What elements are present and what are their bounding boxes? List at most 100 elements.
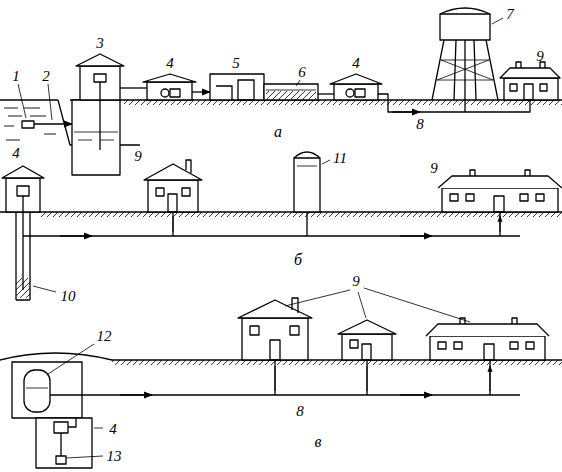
scheme-a-part bbox=[500, 68, 560, 78]
scheme-a-part bbox=[318, 93, 334, 94]
callout-number: 4 bbox=[352, 56, 360, 71]
scheme-a-part bbox=[76, 54, 124, 66]
leader-lines-a bbox=[18, 18, 503, 120]
leader-lines-b-part bbox=[322, 160, 330, 164]
part-letter: в bbox=[315, 434, 322, 450]
scheme-b-part bbox=[186, 160, 191, 173]
scheme-b-part bbox=[60, 235, 92, 236]
scheme-c-part bbox=[50, 394, 520, 395]
scheme-c-part bbox=[112, 360, 562, 365]
scheme-a bbox=[0, 8, 562, 175]
scheme-a-part bbox=[540, 84, 547, 91]
scheme-b-part bbox=[294, 152, 320, 158]
scheme-a-part bbox=[99, 78, 100, 150]
scheme-a-part bbox=[72, 100, 120, 175]
scheme-a-part bbox=[266, 91, 316, 99]
scheme-b-part bbox=[520, 194, 528, 201]
callout-number: 13 bbox=[107, 449, 122, 464]
callout-number: 2 bbox=[42, 69, 50, 84]
scheme-c-part bbox=[12, 362, 82, 418]
callout-number: 9 bbox=[536, 49, 544, 64]
scheme-c-part bbox=[250, 326, 259, 335]
scheme-c-part bbox=[270, 340, 280, 360]
scheme-a-part bbox=[74, 132, 118, 140]
scheme-b-part bbox=[22, 196, 23, 290]
leader-lines-c-part bbox=[66, 456, 103, 458]
leader-lines-a-part bbox=[492, 18, 503, 24]
callout-number: 4 bbox=[12, 146, 20, 161]
scheme-a-part bbox=[355, 89, 365, 97]
scheme-a-part bbox=[266, 90, 316, 91]
callout-number: 12 bbox=[97, 329, 112, 344]
scheme-a-part bbox=[392, 111, 420, 112]
scheme-c-part bbox=[342, 334, 392, 360]
scheme-a-part bbox=[34, 123, 72, 124]
scheme-a-part bbox=[0, 99, 58, 100]
scheme-c-part bbox=[526, 342, 534, 349]
scheme-a-part bbox=[124, 100, 562, 105]
scheme-b-part bbox=[182, 188, 190, 196]
callout-number: 1 bbox=[12, 69, 20, 84]
scheme-a-part bbox=[440, 8, 490, 14]
scheme-c-part bbox=[430, 336, 545, 360]
scheme-a-part bbox=[192, 91, 210, 92]
scheme-c-part bbox=[275, 366, 490, 391]
scheme-b-part bbox=[173, 212, 500, 236]
callout-number: 6 bbox=[298, 65, 306, 80]
scheme-c-part bbox=[292, 298, 298, 313]
leader-lines-a-part bbox=[48, 84, 52, 120]
scheme-b-part bbox=[450, 194, 458, 201]
callout-number: 9 bbox=[134, 149, 142, 164]
scheme-b-part bbox=[438, 176, 562, 188]
scheme-a-part bbox=[524, 84, 533, 100]
scheme-c bbox=[0, 298, 562, 468]
leader-lines-c-part bbox=[94, 428, 103, 429]
scheme-a-part bbox=[264, 84, 318, 100]
leader-lines-b bbox=[33, 160, 330, 292]
scheme-a-part bbox=[330, 74, 382, 84]
scheme-c-part bbox=[238, 300, 312, 318]
scheme-c-part bbox=[56, 456, 66, 464]
scheme-b-part bbox=[297, 166, 317, 167]
scheme-b-part bbox=[156, 188, 164, 196]
leader-lines-c-part bbox=[285, 290, 350, 306]
scheme-b-part bbox=[494, 196, 504, 212]
scheme-c-part bbox=[438, 342, 446, 349]
leader-lines-a-part bbox=[296, 80, 300, 86]
callout-number: 7 bbox=[506, 7, 514, 22]
leader-lines-c bbox=[48, 288, 470, 458]
scheme-b-part bbox=[466, 194, 474, 201]
scheme-a-part bbox=[440, 14, 490, 40]
scheme-a-part bbox=[147, 82, 192, 100]
scheme-c-part bbox=[350, 340, 358, 348]
scheme-c-part bbox=[26, 388, 48, 389]
scheme-a-part bbox=[464, 40, 465, 112]
scheme-b-part bbox=[17, 186, 29, 196]
scheme-c-part bbox=[426, 324, 549, 336]
scheme-c-part bbox=[362, 344, 371, 360]
callout-number: 9 bbox=[430, 161, 438, 176]
scheme-c-part bbox=[454, 342, 462, 349]
scheme-c-part bbox=[242, 318, 308, 360]
scheme-a-part bbox=[170, 89, 180, 97]
scheme-a-part bbox=[504, 78, 558, 100]
scheme-b-part bbox=[148, 180, 198, 212]
scheme-c-part bbox=[68, 418, 76, 427]
scheme-a-part bbox=[334, 84, 378, 100]
callout-number: 5 bbox=[232, 56, 240, 71]
scheme-c-part bbox=[484, 344, 494, 360]
scheme-c-part bbox=[510, 342, 518, 349]
scheme-c-part bbox=[275, 360, 490, 395]
scheme-c-part bbox=[120, 394, 152, 395]
callout-number: 4 bbox=[166, 56, 174, 71]
leader-lines-c-part bbox=[48, 344, 94, 374]
callout-number: 10 bbox=[61, 289, 76, 304]
scheme-c-part bbox=[400, 394, 432, 395]
callout-number: 9 bbox=[352, 274, 360, 289]
scheme-b-part bbox=[442, 188, 558, 212]
scheme-a-part bbox=[216, 86, 232, 100]
scheme-b-part bbox=[536, 194, 544, 201]
scheme-b-part bbox=[23, 235, 520, 236]
